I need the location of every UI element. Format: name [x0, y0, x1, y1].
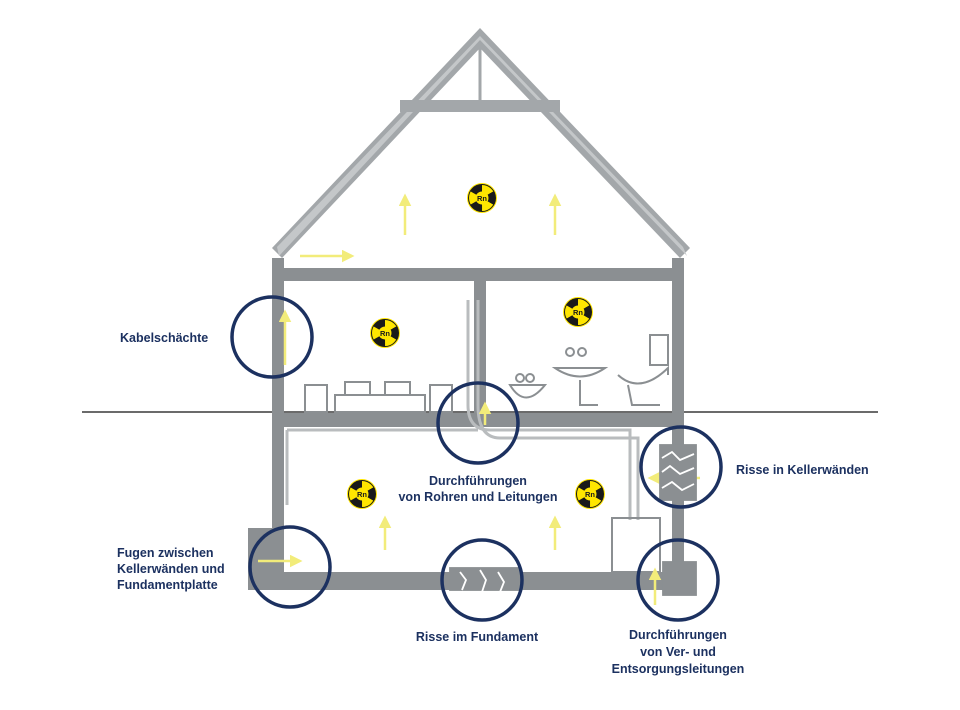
roof	[272, 28, 690, 258]
label-fugen-line1: Fugen zwischen	[117, 546, 214, 560]
crack-details	[449, 444, 697, 596]
ring-risse-fundament	[440, 538, 524, 622]
label-durchfuehrungen-ver-line2: von Ver- und	[640, 645, 716, 659]
label-durchfuehrungen-rohre-line1: Durchführungen	[429, 474, 527, 488]
label-durchfuehrungen-rohre-line2: von Rohren und Leitungen	[398, 490, 557, 504]
label-durchfuehrungen-ver-line3: Entsorgungsleitungen	[612, 662, 745, 676]
pipes	[285, 300, 640, 520]
radon-symbol-living-room	[369, 317, 403, 351]
house-structure	[248, 258, 684, 590]
label-kabelschaechte: Kabelschächte	[120, 331, 208, 345]
label-risse-kellerwaende: Risse in Kellerwänden	[736, 463, 869, 477]
highlight-rings	[230, 295, 723, 622]
ring-risse-kellerwaende	[639, 425, 723, 509]
ring-kabelschaechte	[230, 295, 314, 379]
radon-symbol-basement-left	[346, 478, 380, 512]
label-fugen-line3: Fundamentplatte	[117, 578, 218, 592]
radon-symbol-attic	[466, 182, 500, 216]
radon-symbol-bathroom	[562, 296, 596, 330]
ring-rohre	[436, 381, 520, 465]
ring-ver-entsorgung	[636, 538, 720, 622]
fixtures	[304, 334, 669, 573]
label-risse-fundament: Risse im Fundament	[416, 630, 539, 644]
ring-fugen	[248, 525, 332, 609]
label-fugen-line2: Kellerwänden und	[117, 562, 225, 576]
label-durchfuehrungen-ver-line1: Durchführungen	[629, 628, 727, 642]
radon-symbol-basement-right	[574, 478, 608, 512]
